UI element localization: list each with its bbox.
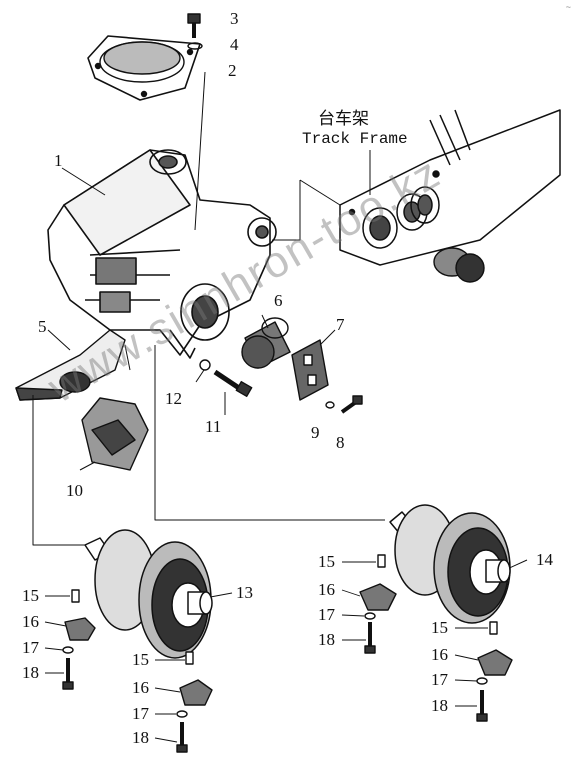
callout-left-17: 17 bbox=[22, 638, 39, 657]
callout-1: 1 bbox=[54, 151, 63, 170]
callout-right-b-17: 17 bbox=[431, 670, 448, 689]
callout-right-a-18: 18 bbox=[318, 630, 335, 649]
callout-12: 12 bbox=[165, 389, 182, 408]
bushing-in-frame bbox=[433, 247, 485, 283]
callout-11: 11 bbox=[205, 417, 222, 436]
spacer-part-10 bbox=[81, 397, 149, 471]
callout-right-b-15: 15 bbox=[431, 618, 448, 637]
corner-mark: ~ bbox=[565, 2, 571, 12]
callout-mid-18: 18 bbox=[132, 728, 149, 747]
callout-right-a-15: 15 bbox=[318, 552, 335, 571]
washer-part-12 bbox=[199, 359, 211, 371]
bracket-part-5 bbox=[15, 329, 126, 401]
callout-7: 7 bbox=[336, 315, 345, 334]
callout-6: 6 bbox=[274, 291, 283, 310]
fastener-set-right-b bbox=[476, 621, 513, 722]
pin-part-11 bbox=[213, 369, 253, 398]
callout-8: 8 bbox=[336, 433, 345, 452]
callout-left-16: 16 bbox=[22, 612, 39, 631]
callout-right-b-16: 16 bbox=[431, 645, 448, 664]
track-frame bbox=[339, 109, 561, 266]
fastener-set-middle bbox=[176, 651, 213, 753]
callout-mid-16: 16 bbox=[132, 678, 149, 697]
bracket-part-1 bbox=[47, 149, 277, 359]
idler-part-13 bbox=[84, 529, 213, 659]
callout-left-18: 18 bbox=[22, 663, 39, 682]
callout-right-a-17: 17 bbox=[318, 605, 335, 624]
callout-leaders bbox=[44, 561, 488, 743]
callout-10: 10 bbox=[66, 481, 83, 500]
track-frame-label-cn: 台车架 bbox=[318, 109, 369, 129]
callout-left-15: 15 bbox=[22, 586, 39, 605]
callout-right-b-18: 18 bbox=[431, 696, 448, 715]
plate-part-7 bbox=[291, 339, 329, 401]
roller-part-14 bbox=[389, 504, 511, 624]
callout-13: 13 bbox=[236, 583, 253, 602]
fastener-set-right-a bbox=[359, 554, 397, 654]
callout-4: 4 bbox=[230, 35, 239, 54]
bushing-part-6 bbox=[241, 317, 291, 369]
callout-9: 9 bbox=[311, 423, 320, 442]
leader-lines bbox=[32, 71, 528, 599]
bolt-part-8 bbox=[340, 395, 363, 414]
fastener-set-left bbox=[62, 589, 96, 690]
washer-part-9 bbox=[325, 401, 335, 409]
callout-mid-15: 15 bbox=[132, 650, 149, 669]
cover-plate-part-2 bbox=[87, 35, 201, 101]
callout-14: 14 bbox=[536, 550, 553, 569]
callout-3: 3 bbox=[230, 9, 239, 28]
bolt-part-3 bbox=[187, 13, 201, 38]
washer-part-4 bbox=[187, 42, 203, 50]
track-frame-label-en: Track Frame bbox=[302, 130, 408, 148]
callout-mid-17: 17 bbox=[132, 704, 149, 723]
callout-right-a-16: 16 bbox=[318, 580, 335, 599]
callout-5: 5 bbox=[38, 317, 47, 336]
callout-2: 2 bbox=[228, 61, 237, 80]
